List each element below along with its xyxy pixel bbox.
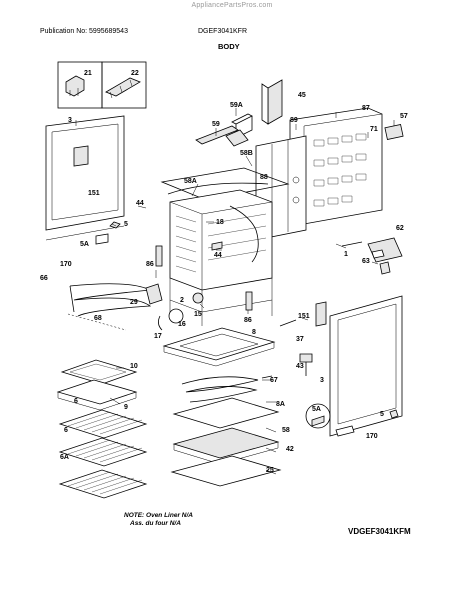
label-17: 17 [154, 333, 162, 340]
label-9: 9 [124, 404, 128, 411]
label-3-left: 3 [68, 117, 72, 124]
label-15: 15 [194, 311, 202, 318]
label-5A-right: 5A [312, 406, 321, 413]
rack-6-upper [58, 409, 148, 439]
label-58: 58 [282, 427, 290, 434]
label-18: 18 [216, 219, 224, 226]
broiler-pan-9 [56, 379, 138, 411]
label-21: 21 [84, 70, 92, 77]
label-67: 67 [270, 377, 278, 384]
label-88: 88 [260, 174, 268, 181]
label-63: 63 [362, 258, 370, 265]
label-37: 37 [296, 336, 304, 343]
model-number: DGEF3041KFR [198, 28, 248, 35]
panel-25 [170, 455, 282, 487]
label-86-lower: 86 [244, 317, 252, 324]
hinge-5A-right [305, 403, 331, 429]
label-8: 8 [252, 329, 256, 336]
rack-6A [58, 469, 148, 499]
label-22: 22 [131, 70, 139, 77]
label-29: 29 [130, 299, 138, 306]
label-71: 71 [370, 126, 378, 133]
label-5A-left: 5A [80, 241, 89, 248]
part-57 [384, 123, 404, 141]
label-42: 42 [286, 446, 294, 453]
label-66: 66 [40, 275, 48, 282]
side-panel-left [45, 115, 125, 241]
label-10: 10 [130, 363, 138, 370]
label-2: 2 [180, 297, 184, 304]
part-86-lower [245, 291, 253, 311]
label-43: 43 [296, 363, 304, 370]
panel-58 [172, 397, 280, 429]
part-2-knob [192, 292, 204, 304]
footer-note: NOTE: Oven Liner N/A Ass. du four N/A [124, 512, 193, 528]
note-line-english: NOTE: Oven Liner N/A [124, 512, 193, 519]
label-8A: 8A [276, 401, 285, 408]
oven-cavity [169, 189, 273, 291]
part-45-bracket [261, 79, 283, 125]
bake-element-66 [69, 283, 152, 317]
section-title: BODY [218, 42, 240, 51]
label-3-right: 3 [320, 377, 324, 384]
label-6A: 6A [60, 454, 69, 461]
site-watermark: AppliancePartsPros.com [191, 2, 273, 9]
label-151-left: 151 [88, 190, 100, 197]
part-43 [299, 353, 313, 376]
part-17 [158, 315, 163, 331]
inset-box-22 [101, 61, 147, 109]
label-44-b: 44 [214, 252, 222, 259]
label-57: 57 [400, 113, 408, 120]
rack-6-lower [58, 437, 148, 467]
part-170-right [335, 425, 355, 437]
label-59A: 59A [230, 102, 243, 109]
label-62: 62 [396, 225, 404, 232]
inset-box-21 [57, 61, 103, 109]
part-151-right [315, 301, 327, 327]
part-86-left [155, 245, 163, 267]
part-29 [145, 283, 163, 305]
label-89: 89 [290, 117, 298, 124]
label-25: 25 [266, 467, 274, 474]
label-170-left: 170 [60, 261, 72, 268]
label-6-upper: 6 [74, 398, 78, 405]
label-44-a: 44 [136, 200, 144, 207]
cavity-floor-8 [162, 327, 276, 367]
label-87: 87 [362, 105, 370, 112]
part-59-rail [195, 125, 239, 145]
leader-lines [75, 108, 395, 475]
oven-door-3 [329, 295, 403, 437]
label-58B: 58B [240, 150, 253, 157]
label-59: 59 [212, 121, 220, 128]
part-16-light [168, 308, 184, 324]
part-63 [379, 261, 391, 275]
label-45: 45 [298, 92, 306, 99]
broiler-pan-10 [60, 359, 138, 385]
part-59A-rail [225, 113, 253, 147]
part-5-right [389, 409, 399, 419]
label-68: 68 [94, 315, 102, 322]
label-170-right: 170 [366, 433, 378, 440]
part-37 [279, 319, 297, 327]
part-62-bracket [341, 237, 403, 263]
label-16: 16 [178, 321, 186, 328]
drawing-code: VDGEF3041KFM [348, 527, 411, 536]
label-6-lower: 6 [64, 427, 68, 434]
label-1: 1 [344, 251, 348, 258]
publication-number: Publication No: 5995689543 [40, 28, 128, 35]
part-5-left [95, 221, 121, 245]
broil-element-67 [181, 375, 273, 403]
label-5-left: 5 [124, 221, 128, 228]
label-58A: 58A [184, 178, 197, 185]
back-panel [289, 107, 383, 225]
label-151-right: 151 [298, 313, 310, 320]
label-86-upper: 86 [146, 261, 154, 268]
label-5-right: 5 [380, 411, 384, 418]
note-line-french: Ass. du four N/A [130, 520, 181, 527]
